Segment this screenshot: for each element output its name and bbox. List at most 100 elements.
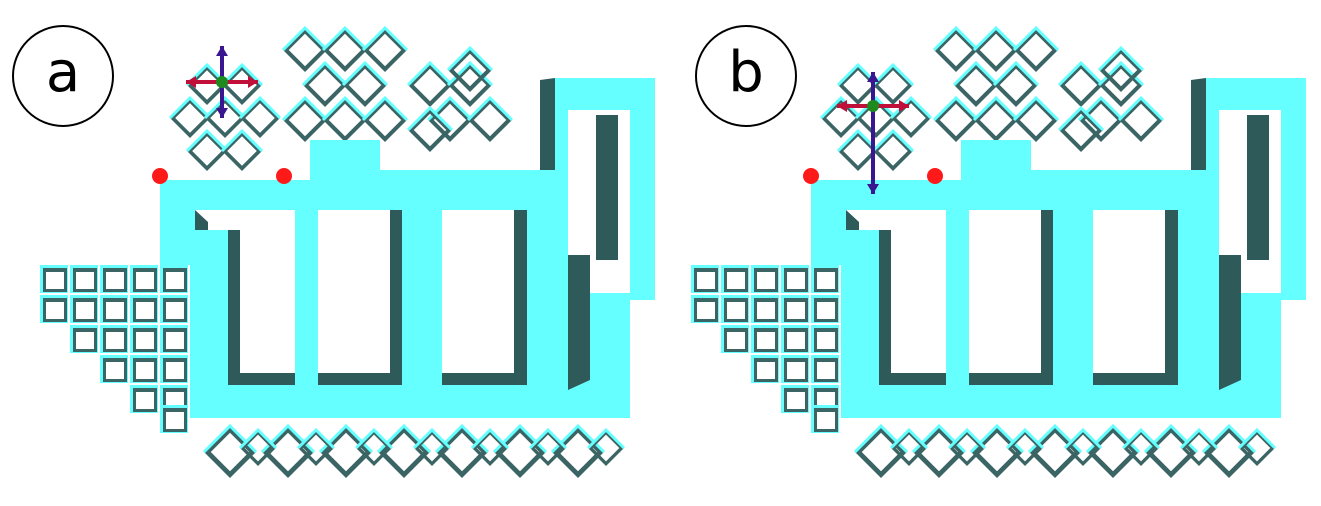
lattice-cell-highlight (947, 427, 987, 450)
panel-b: b (651, 0, 1311, 506)
lattice-square (160, 405, 188, 433)
lattice-cell-highlight (466, 95, 514, 122)
lattice-cell-highlight (321, 25, 369, 52)
arrow-head (186, 76, 196, 88)
lattice-cell (168, 95, 212, 138)
lattice-cell (426, 95, 474, 142)
lattice-cell-highlight (406, 60, 454, 87)
lattice-square-hole (757, 332, 775, 349)
opening-shadow (195, 210, 208, 230)
lattice-cell-body (873, 131, 913, 171)
lattice-square-hole (757, 362, 775, 379)
lattice-cell-highlight (889, 95, 933, 120)
opening-shadow (390, 210, 402, 385)
lattice-square (130, 355, 158, 383)
lattice-cell-body (187, 131, 227, 171)
lattice-square-hole (166, 272, 184, 289)
lattice-square (100, 265, 128, 293)
lattice-square (781, 385, 809, 413)
lattice-cell-body (1079, 98, 1123, 142)
opening-shadow (1093, 373, 1178, 385)
lattice-square-hole (136, 392, 154, 409)
lattice-cell (321, 95, 369, 142)
lattice-cell-highlight (321, 95, 369, 122)
lattice-square (721, 265, 749, 293)
lattice-square (721, 295, 749, 323)
lattice-cell-highlight (470, 427, 510, 450)
lattice-square-hole (106, 362, 124, 379)
lattice-cell (446, 45, 494, 92)
lattice-cell-highlight (528, 427, 568, 450)
lattice-square-hole (787, 332, 805, 349)
lattice-cell (992, 60, 1040, 107)
lattice-cell-highlight (871, 62, 915, 87)
lattice-square-hole (817, 272, 835, 289)
lattice-square-hole (166, 412, 184, 429)
lattice-cell (220, 128, 264, 171)
arrow-head (867, 184, 879, 194)
corner-marker (927, 168, 943, 184)
arrow-head (899, 100, 909, 112)
lattice-cell-highlight (446, 45, 494, 72)
lattice-cell-highlight (406, 105, 454, 132)
lattice-cell (281, 95, 329, 142)
lattice-cell-highlight (361, 25, 409, 52)
lattice-cell (972, 95, 1020, 142)
lattice-cell-highlight (1057, 105, 1105, 132)
lattice-cell-highlight (1117, 95, 1165, 122)
opening-shadow (879, 373, 946, 385)
opening-shadow (318, 373, 402, 385)
lattice-square (40, 295, 68, 323)
lattice-square (691, 265, 719, 293)
arrow-head (216, 46, 228, 56)
lattice-cell (341, 60, 389, 107)
opening-shadow (514, 210, 527, 385)
lattice-cell-body (1059, 63, 1103, 107)
lattice-cell (586, 427, 626, 466)
lattice-square (811, 295, 839, 323)
arrow-head (248, 76, 258, 88)
lattice-square-hole (136, 362, 154, 379)
lattice-square (160, 265, 188, 293)
lattice-cell-highlight (168, 95, 212, 120)
lattice-square-hole (787, 392, 805, 409)
lattice-cell (301, 60, 349, 107)
lattice-cell (321, 25, 369, 72)
lattice-square-hole (46, 272, 64, 289)
scene-a (40, 25, 655, 478)
opening-shadow (228, 373, 295, 385)
lattice-square (781, 295, 809, 323)
arrow-head (216, 108, 228, 118)
lattice-cell-highlight (203, 95, 247, 120)
lattice-cell (238, 95, 282, 138)
lattice-cell-highlight (889, 427, 929, 450)
lattice-square-hole (106, 272, 124, 289)
panel-label-badge-a: a (12, 25, 114, 127)
corner-marker (152, 168, 168, 184)
lattice-cell (281, 25, 329, 72)
lattice-square (40, 265, 68, 293)
lattice-square (751, 355, 779, 383)
lattice-square (160, 295, 188, 323)
opening-shadow (1191, 78, 1206, 170)
lattice-square-hole (817, 332, 835, 349)
lattice-square-hole (787, 362, 805, 379)
lattice-square (781, 265, 809, 293)
lattice-cell-highlight (1097, 60, 1145, 87)
lattice-square-hole (76, 332, 94, 349)
lattice-cell-body (974, 98, 1018, 142)
lattice-cell-body (363, 28, 407, 72)
lattice-cell-highlight (992, 60, 1040, 87)
lattice-cell-highlight (220, 128, 264, 153)
lattice-cell (296, 427, 336, 466)
lattice-square (751, 325, 779, 353)
lattice-square-hole (817, 412, 835, 429)
lattice-cell-body (323, 28, 367, 72)
lattice-cell-highlight (220, 62, 264, 87)
opening-shadow (442, 373, 527, 385)
lattice-cell-body (1099, 48, 1143, 92)
lattice-cell-highlight (1097, 45, 1145, 72)
lattice-cell-highlight (412, 427, 452, 450)
lattice-cell-body (1014, 98, 1058, 142)
gizmo-handle (867, 100, 879, 112)
